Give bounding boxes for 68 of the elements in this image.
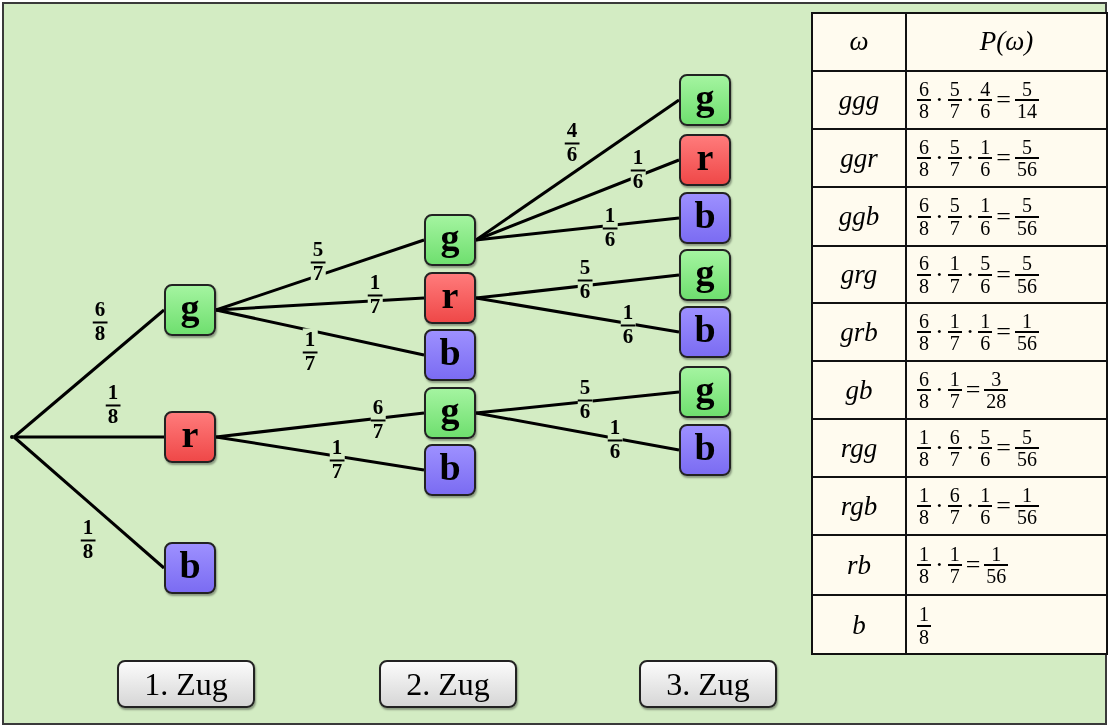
- draw-step-label: 2. Zug: [379, 660, 517, 708]
- operator-sign: =: [996, 433, 1011, 463]
- operator-sign: =: [996, 317, 1011, 347]
- operator-sign: ·: [965, 259, 975, 290]
- ball-tile: b: [424, 444, 476, 496]
- operator-sign: ·: [935, 201, 944, 232]
- operator-sign: =: [996, 143, 1011, 173]
- draw-step-label: 3. Zug: [639, 660, 777, 708]
- branch-line: [13, 308, 165, 439]
- outcome-text: ggg: [838, 84, 880, 116]
- operator-sign: ·: [965, 201, 975, 232]
- branch-line: [215, 411, 425, 439]
- operator-sign: =: [996, 201, 1011, 232]
- branch-line: [215, 435, 425, 472]
- operator-sign: ·: [935, 550, 944, 580]
- outcome-text: gb: [845, 374, 873, 406]
- ball-tile: g: [679, 249, 731, 301]
- ball-tile: b: [679, 192, 731, 244]
- ball-tile: r: [164, 411, 216, 463]
- ball-tile: r: [424, 272, 476, 324]
- branch-line: [475, 216, 680, 242]
- draw-step-label: 1. Zug: [117, 660, 255, 708]
- ball-tile: g: [424, 214, 476, 266]
- ball-tile: g: [424, 387, 476, 439]
- operator-sign: ·: [965, 85, 975, 115]
- ball-tile: g: [679, 74, 731, 126]
- branch-line: [475, 411, 680, 452]
- operator-sign: =: [996, 259, 1011, 290]
- operator-sign: =: [965, 550, 981, 580]
- operator-sign: ·: [935, 259, 944, 290]
- outcome-text: rgb: [840, 490, 878, 522]
- operator-sign: ·: [965, 491, 975, 521]
- operator-sign: ·: [935, 491, 944, 521]
- outcome-text: ggb: [838, 201, 880, 232]
- branch-line: [14, 435, 164, 439]
- ball-tile: b: [679, 306, 731, 358]
- ball-tile: b: [424, 329, 476, 381]
- outcome-text: ggr: [840, 142, 878, 174]
- ball-tile: g: [679, 366, 731, 418]
- ball-tile: g: [164, 284, 216, 336]
- branch-line: [475, 390, 680, 415]
- branch-line: [475, 273, 680, 300]
- branch-line: [475, 296, 680, 334]
- operator-sign: =: [996, 85, 1011, 115]
- operator-sign: ·: [935, 143, 944, 173]
- outcome-text: grg: [840, 259, 878, 290]
- outcome-text: b: [852, 610, 866, 641]
- outcome-text: grb: [840, 316, 878, 348]
- operator-sign: ·: [935, 317, 944, 347]
- operator-sign: ·: [935, 375, 944, 405]
- operator-sign: ·: [965, 317, 975, 347]
- operator-sign: =: [965, 375, 981, 405]
- branch-point: [10, 435, 14, 439]
- operator-sign: ·: [935, 433, 944, 463]
- branch-line: [215, 296, 425, 312]
- outcome-text: rgg: [840, 432, 878, 464]
- ball-tile: b: [164, 542, 216, 594]
- ball-tile: r: [679, 134, 731, 186]
- ball-tile: b: [679, 424, 731, 476]
- branch-line: [13, 435, 165, 570]
- column-header: ω: [849, 25, 869, 57]
- column-header: P(ω): [979, 25, 1034, 57]
- operator-sign: =: [996, 491, 1011, 521]
- operator-sign: ·: [935, 85, 944, 115]
- outcome-text: rb: [847, 549, 871, 581]
- branch-line: [215, 308, 425, 357]
- operator-sign: ·: [965, 433, 975, 463]
- operator-sign: ·: [965, 143, 975, 173]
